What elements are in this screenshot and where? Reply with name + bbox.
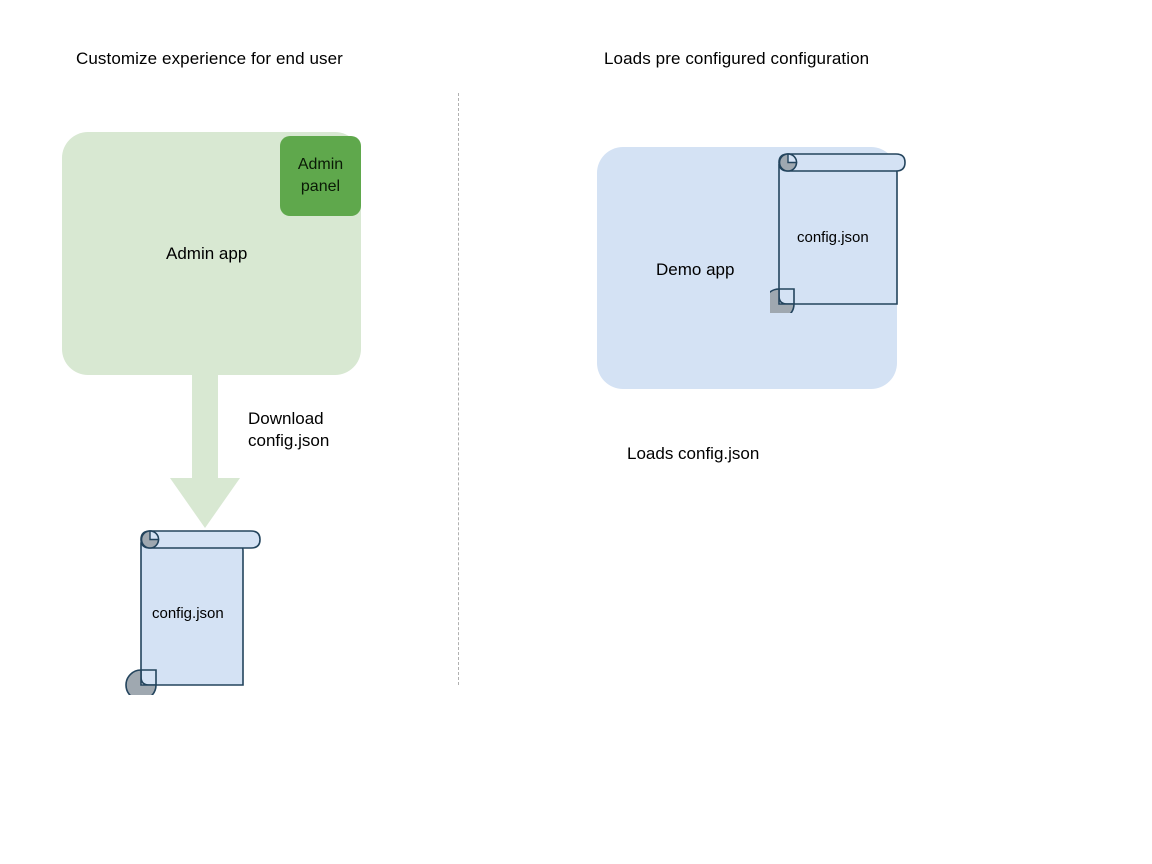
column-divider — [458, 93, 459, 685]
config-json-document-right[interactable] — [770, 148, 915, 313]
download-arrow-label: Download config.json — [248, 409, 330, 450]
config-json-label-right: config.json — [797, 229, 869, 246]
right-column-heading: Loads pre configured configuration — [604, 49, 870, 68]
demo-app-label: Demo app — [656, 260, 735, 279]
download-arrow-icon — [170, 372, 240, 528]
loads-config-caption: Loads config.json — [627, 444, 760, 463]
config-json-label-left: config.json — [152, 605, 224, 622]
admin-panel-label: Admin panel — [297, 156, 344, 195]
admin-app-label: Admin app — [166, 244, 248, 263]
admin-panel-box[interactable]: Admin panel — [280, 136, 361, 216]
config-json-document-left[interactable] — [118, 525, 268, 695]
left-column-heading: Customize experience for end user — [76, 49, 343, 68]
